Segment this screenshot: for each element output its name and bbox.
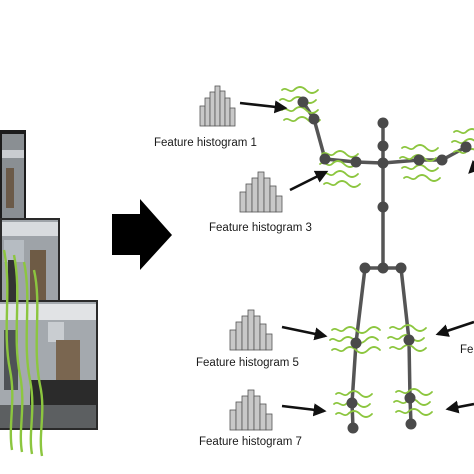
joint-feature-waves [279, 86, 474, 418]
arrow-hist5-to-joint [281, 325, 328, 341]
histogram-label-partial-right: Fe [460, 344, 473, 356]
joint-right-ankle [404, 392, 416, 404]
joint-right-elbow [436, 154, 448, 166]
arrow-hist7-to-joint [281, 403, 327, 417]
joint-neck [377, 140, 389, 152]
histogram-3-icon [239, 171, 283, 213]
joint-hip-center [377, 262, 389, 274]
joint-right-shoulder [413, 154, 425, 166]
joint-left-shoulder [350, 156, 362, 168]
joint-shoulder-center [377, 157, 389, 169]
arrow-right-to-hand [468, 160, 474, 174]
joint-spine [377, 201, 389, 213]
histogram-5-icon [229, 309, 273, 351]
joint-right-wrist [460, 141, 472, 153]
histogram-1-icon [199, 85, 236, 127]
histogram-label-5: Feature histogram 5 [196, 357, 299, 369]
input-photo-stack [0, 130, 98, 457]
arrow-right-to-knee [435, 320, 474, 337]
joint-right-foot [405, 418, 417, 430]
photo-frame-front [0, 300, 98, 430]
joint-left-wrist [308, 113, 320, 125]
histogram-label-3: Feature histogram 3 [209, 222, 312, 234]
joint-left-ankle [346, 397, 358, 409]
joint-left-foot [347, 422, 359, 434]
joint-left-hand [297, 96, 309, 108]
photo-frame-back [0, 130, 26, 230]
arrow-hist3-to-joint [289, 170, 329, 192]
joint-right-knee [403, 334, 415, 346]
joint-right-hip [395, 262, 407, 274]
joint-left-elbow [319, 153, 331, 165]
photo-wave-overlay [2, 249, 44, 457]
joint-left-knee [350, 337, 362, 349]
skeleton-joints [297, 96, 472, 434]
joint-head [377, 117, 389, 129]
histogram-label-7: Feature histogram 7 [199, 436, 302, 448]
arrow-right-to-ankle [445, 400, 474, 414]
joint-left-hip [359, 262, 371, 274]
wave-group-left-elbow [319, 150, 361, 188]
process-arrow-icon [112, 199, 172, 270]
arrow-hist1-to-joint [239, 100, 288, 114]
histogram-label-1: Feature histogram 1 [154, 137, 257, 149]
histogram-7-icon [229, 389, 273, 431]
histogram-arrows [239, 100, 474, 417]
